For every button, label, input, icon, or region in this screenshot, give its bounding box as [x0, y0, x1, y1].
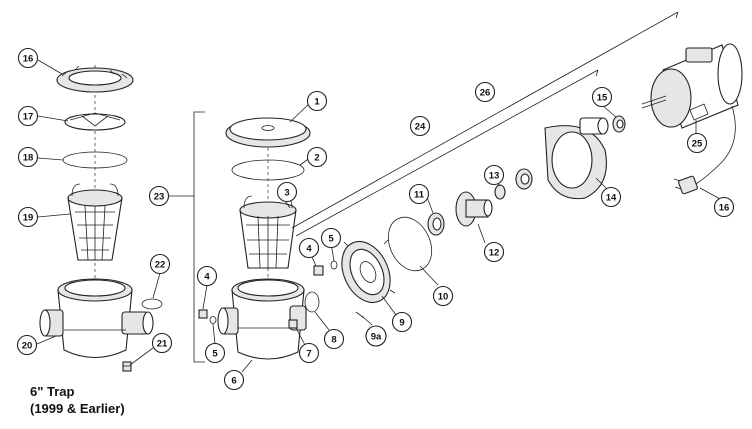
part-3-basket: [239, 195, 297, 269]
svg-text:8: 8: [331, 335, 336, 346]
svg-text:6: 6: [231, 376, 236, 387]
svg-text:13: 13: [489, 171, 500, 182]
callout-26: 25: [686, 132, 708, 154]
callout-3: 3: [276, 181, 298, 203]
part-26-motor: [641, 43, 743, 129]
callout-5-left: 5: [204, 342, 226, 364]
svg-text:9: 9: [399, 318, 404, 329]
part-4-plug-right: [313, 265, 324, 276]
svg-text:22: 22: [155, 260, 166, 271]
part-1-lid: [225, 117, 311, 148]
callout-10: 10: [432, 285, 454, 307]
callout-18: 17: [17, 105, 39, 127]
svg-text:7: 7: [306, 349, 311, 360]
svg-text:14: 14: [606, 193, 617, 204]
svg-text:21: 21: [157, 339, 168, 350]
callout-22: 21: [151, 332, 173, 354]
part-20-basket: [67, 183, 123, 261]
part-14-volute: [544, 117, 609, 200]
svg-text:20: 20: [22, 341, 33, 352]
part-7-plug: [288, 319, 298, 329]
part-10-oring: [387, 216, 433, 272]
svg-text:11: 11: [414, 190, 425, 201]
callout-16: 16: [713, 196, 735, 218]
caption-trap-years: (1999 & Earlier): [30, 401, 125, 416]
part-22-drain-plug: [122, 361, 132, 372]
svg-text:1: 1: [314, 97, 320, 108]
part-6-housing: [217, 278, 307, 360]
callout-11: 11: [408, 183, 430, 205]
callout-17: 16: [17, 47, 39, 69]
caption-trap-size: 6" Trap: [30, 384, 75, 399]
callout-6: 6: [223, 369, 245, 391]
line-25: [295, 69, 599, 237]
callout-7: 7: [298, 342, 320, 364]
callout-20: 19: [17, 206, 39, 228]
part-9-seal-plate: [341, 239, 396, 304]
line-27: [291, 11, 679, 229]
svg-text:2: 2: [314, 153, 319, 164]
part-12-impeller: [455, 191, 493, 227]
svg-text:9a: 9a: [371, 332, 382, 343]
svg-text:16: 16: [719, 203, 730, 214]
part-5-oring-left: [209, 316, 217, 324]
part-16-cord: [673, 105, 736, 195]
svg-text:5: 5: [328, 234, 334, 245]
callout-12: 12: [483, 241, 505, 263]
callout-8: 8: [323, 328, 345, 350]
callout-9a: 9a: [365, 325, 387, 347]
callout-1: 1: [306, 90, 328, 112]
svg-text:3: 3: [284, 188, 289, 199]
callout-21: 20: [16, 334, 38, 356]
part-4-plug-left: [198, 309, 208, 319]
part-8-oring: [304, 291, 320, 313]
svg-text:23: 23: [154, 192, 165, 203]
callout-27: 26: [474, 81, 496, 103]
svg-text:4: 4: [204, 272, 210, 283]
callout-24: 23: [148, 185, 170, 207]
svg-text:18: 18: [23, 153, 34, 164]
svg-text:4: 4: [306, 244, 312, 255]
part-5-oring-right: [330, 260, 338, 270]
callout-4-right: 4: [298, 237, 320, 259]
svg-text:26: 26: [480, 88, 491, 99]
svg-text:12: 12: [489, 248, 500, 259]
svg-text:15: 15: [597, 93, 608, 104]
part-23-oring: [141, 298, 163, 310]
bracket-24: [193, 111, 205, 363]
part-21-trap-body: [39, 278, 154, 358]
callout-2: 2: [306, 146, 328, 168]
svg-text:24: 24: [415, 122, 426, 133]
svg-text:17: 17: [23, 112, 34, 123]
svg-text:16: 16: [23, 54, 34, 65]
part-18-dome: [64, 112, 126, 131]
callout-15: 15: [591, 86, 613, 108]
part-13-seal: [494, 168, 533, 200]
callout-5-right: 5: [320, 227, 342, 249]
callout-19: 18: [17, 146, 39, 168]
part-17-lid: [56, 65, 134, 93]
callout-13: 13: [483, 164, 505, 186]
callout-23: 22: [149, 253, 171, 275]
svg-text:25: 25: [692, 139, 703, 150]
callout-25: 24: [409, 115, 431, 137]
callout-9: 9: [391, 311, 413, 333]
callout-4-left: 4: [196, 265, 218, 287]
svg-text:19: 19: [23, 213, 34, 224]
callout-14: 14: [600, 186, 622, 208]
part-19-oring: [62, 151, 128, 169]
part-2-oring: [231, 159, 305, 181]
svg-text:5: 5: [212, 349, 218, 360]
svg-text:10: 10: [438, 292, 449, 303]
